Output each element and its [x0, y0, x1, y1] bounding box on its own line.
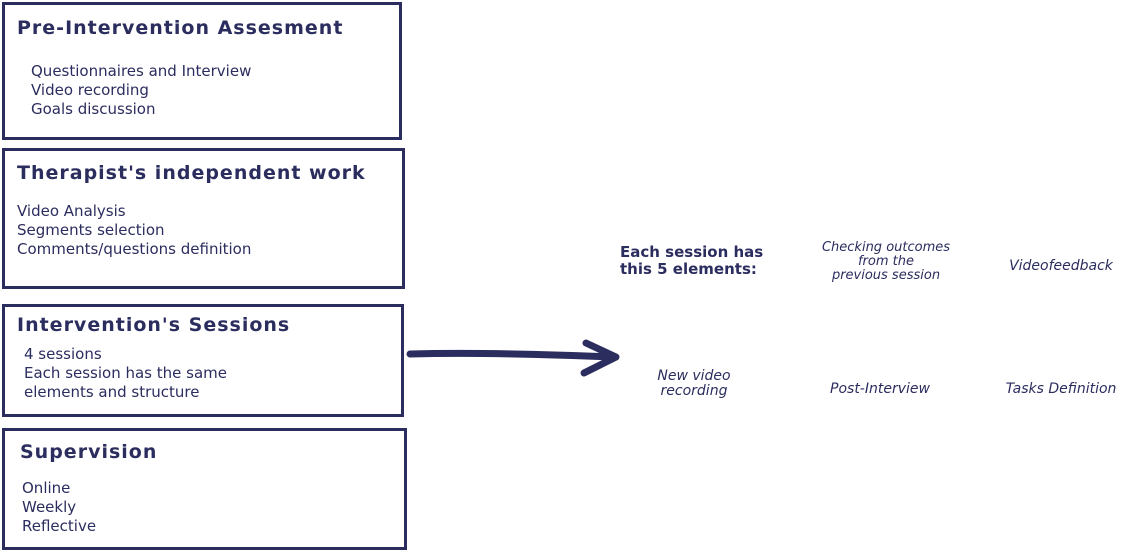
- element-line: Tasks Definition: [1005, 381, 1117, 397]
- heading-line: this 5 elements:: [620, 260, 757, 278]
- list-item: Each session has the same: [24, 364, 227, 382]
- list-item: Reflective: [22, 517, 97, 535]
- box-items: Questionnaires and Interview Video recor…: [31, 62, 251, 119]
- element-line: Post-Interview: [830, 381, 930, 397]
- box-title: Pre-Intervention Assesment: [17, 17, 344, 39]
- list-item: Weekly: [22, 498, 77, 516]
- element-tasks-definition: Tasks Definition: [995, 381, 1127, 397]
- list-item: Segments selection: [17, 221, 165, 239]
- element-line: recording: [660, 383, 728, 399]
- element-line: from the: [857, 254, 914, 269]
- box-items: Online Weekly Reflective: [22, 479, 96, 536]
- element-videofeedback: Videofeedback: [995, 258, 1127, 274]
- box-title: Supervision: [20, 441, 158, 463]
- box-items: 4 sessions Each session has the same ele…: [24, 345, 227, 402]
- element-line: previous session: [831, 268, 941, 283]
- arrow-right-icon: [406, 339, 620, 377]
- list-item: Questionnaires and Interview: [31, 62, 252, 80]
- list-item: Goals discussion: [31, 100, 156, 118]
- element-checking-outcomes: Checking outcomes from the previous sess…: [806, 241, 966, 283]
- therapist-work-box: Therapist's independent work Video Analy…: [2, 148, 405, 289]
- pre-intervention-box: Pre-Intervention Assesment Questionnaire…: [2, 2, 402, 140]
- list-item: Comments/questions definition: [17, 240, 252, 258]
- box-items: Video Analysis Segments selection Commen…: [17, 202, 251, 259]
- heading-line: Each session has: [620, 243, 764, 261]
- list-item: Video recording: [31, 81, 149, 99]
- session-elements-heading: Each session has this 5 elements:: [620, 244, 763, 278]
- list-item: 4 sessions: [24, 345, 102, 363]
- list-item: Video Analysis: [17, 202, 126, 220]
- box-title: Therapist's independent work: [17, 162, 366, 184]
- element-line: Videofeedback: [1009, 258, 1113, 274]
- element-line: New video: [657, 368, 731, 384]
- list-item: elements and structure: [24, 383, 200, 401]
- element-post-interview: Post-Interview: [810, 381, 950, 397]
- intervention-sessions-box: Intervention's Sessions 4 sessions Each …: [2, 304, 404, 417]
- box-title: Intervention's Sessions: [17, 314, 291, 336]
- element-new-video-recording: New video recording: [636, 369, 752, 399]
- supervision-box: Supervision Online Weekly Reflective: [2, 428, 407, 550]
- list-item: Online: [22, 479, 71, 497]
- element-line: Checking outcomes: [821, 240, 951, 255]
